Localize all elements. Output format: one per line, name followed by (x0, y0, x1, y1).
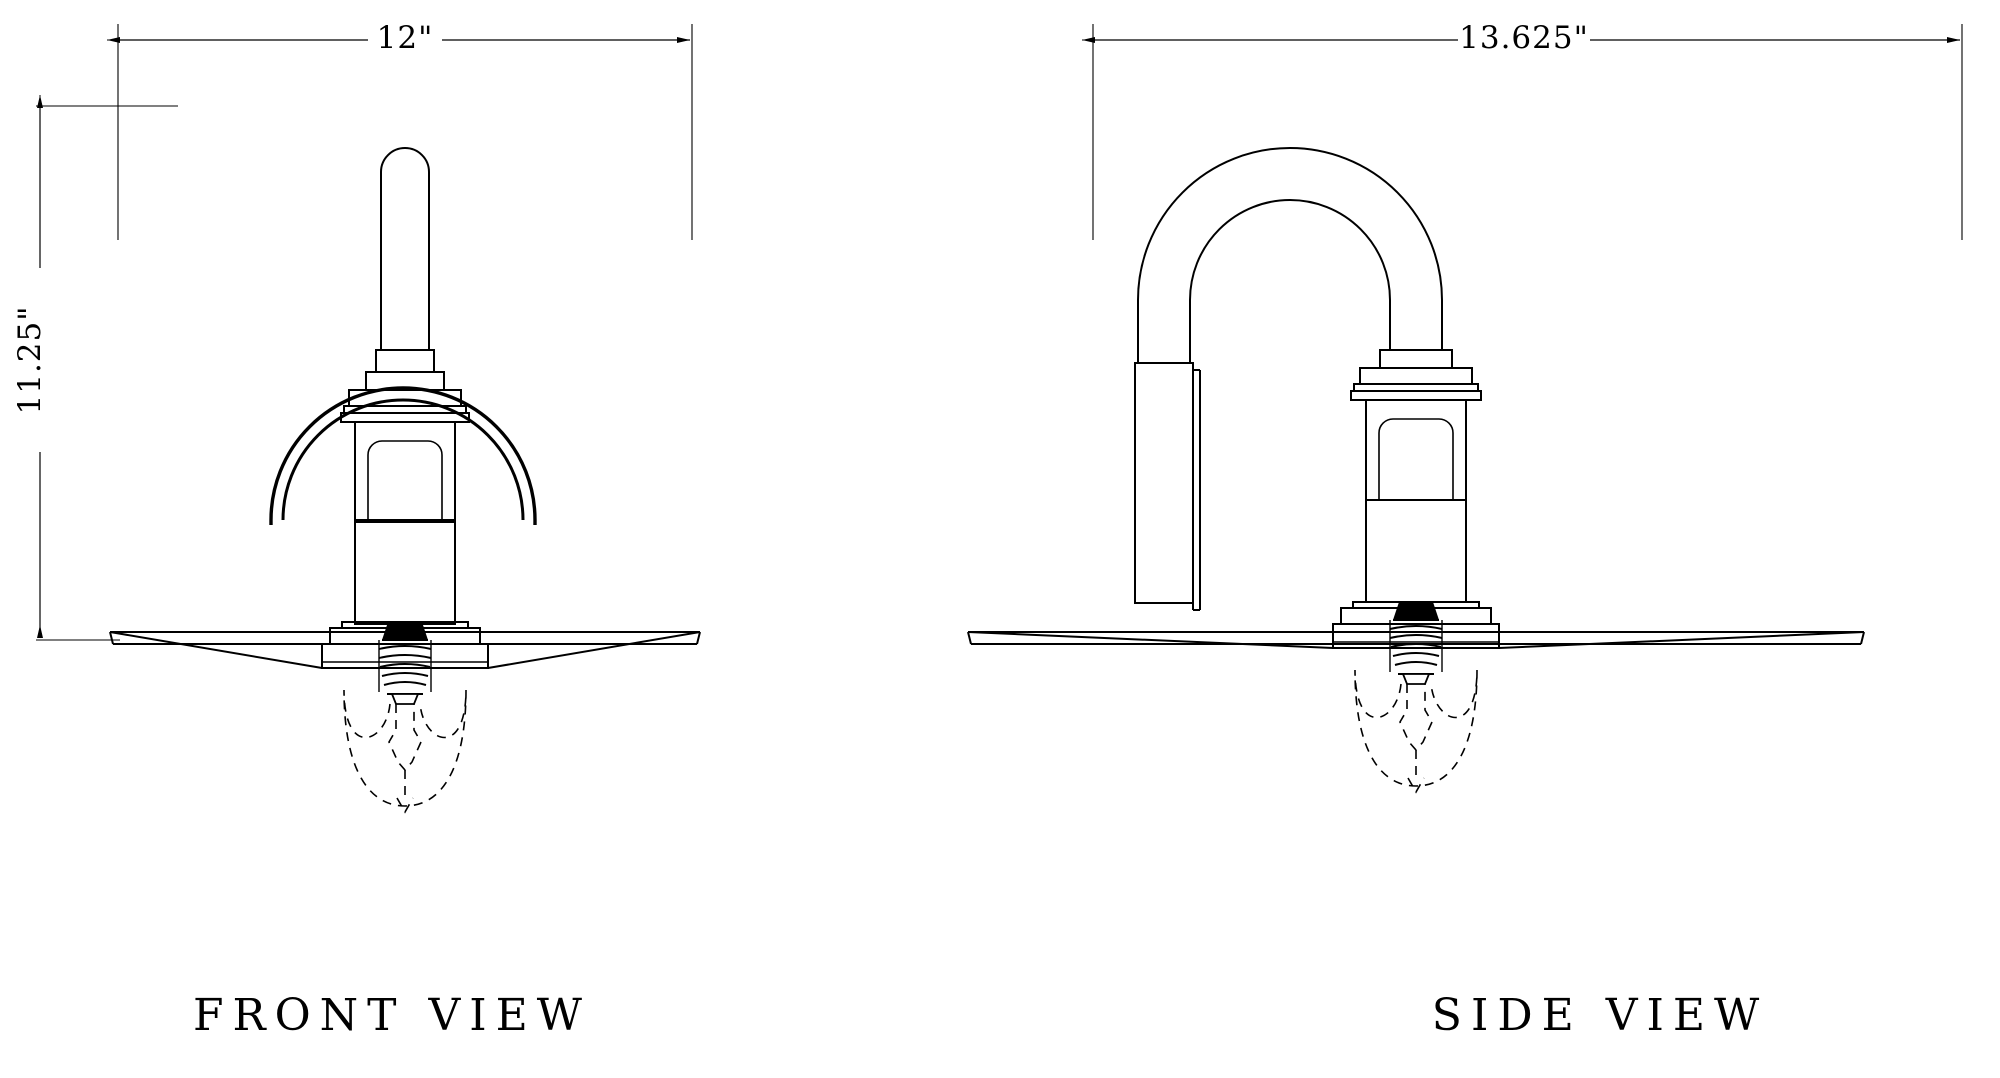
side-collar-tier1 (1379, 349, 1453, 369)
front-socket-housing (354, 421, 456, 523)
front-view-label: FRONT VIEW (193, 990, 591, 1041)
side-view-label: SIDE VIEW (1432, 990, 1768, 1041)
side-collar-tier3 (1353, 383, 1479, 392)
front-shade-left-slope (109, 631, 323, 669)
side-socket-contact (1401, 673, 1431, 685)
side-gooseneck-inner (1189, 199, 1391, 363)
front-socket-collar (354, 519, 456, 625)
side-socket-housing (1365, 399, 1467, 501)
height-dimension-group: 11.25" (12, 95, 178, 641)
side-housing-inner-outline (1378, 418, 1454, 500)
front-view-geometry (109, 147, 701, 814)
front-socket-contact (390, 693, 420, 705)
side-shade-right-slope (1498, 631, 1865, 649)
side-collar-tier2 (1359, 367, 1473, 385)
front-width-dimension-group: 12" (107, 20, 693, 240)
side-gooseneck-outer (1137, 147, 1443, 363)
front-shade-rim-right-cap (696, 631, 701, 645)
side-socket-collar (1365, 499, 1467, 605)
front-shade-right-slope (487, 631, 701, 669)
side-depth-dimension-group: 13.625" (1082, 20, 1963, 240)
front-housing-inner-outline (367, 440, 443, 520)
side-shade-left-slope (967, 631, 1334, 649)
side-depth-dimension-text: 13.625" (1459, 20, 1589, 56)
front-backplate-outer-arc (269, 386, 537, 521)
height-dimension-text: 11.25" (12, 305, 48, 414)
front-collar-tier4 (340, 412, 470, 423)
side-edison-bulb (1354, 669, 1478, 794)
side-collar-tier4 (1350, 390, 1482, 401)
front-shade-rim-left-cap (109, 631, 114, 645)
front-width-dimension-text: 12" (377, 20, 434, 56)
front-stem-band (375, 349, 435, 373)
front-backplate-inner-arc (281, 398, 525, 521)
front-stem (380, 147, 430, 351)
side-shade-rim-left-cap (967, 631, 972, 645)
side-view-geometry (967, 147, 1865, 794)
side-wall-plate (1134, 362, 1194, 604)
side-shade-rim-right-cap (1860, 631, 1865, 645)
side-socket-shoulder (1393, 602, 1439, 620)
front-edison-bulb (343, 689, 467, 814)
